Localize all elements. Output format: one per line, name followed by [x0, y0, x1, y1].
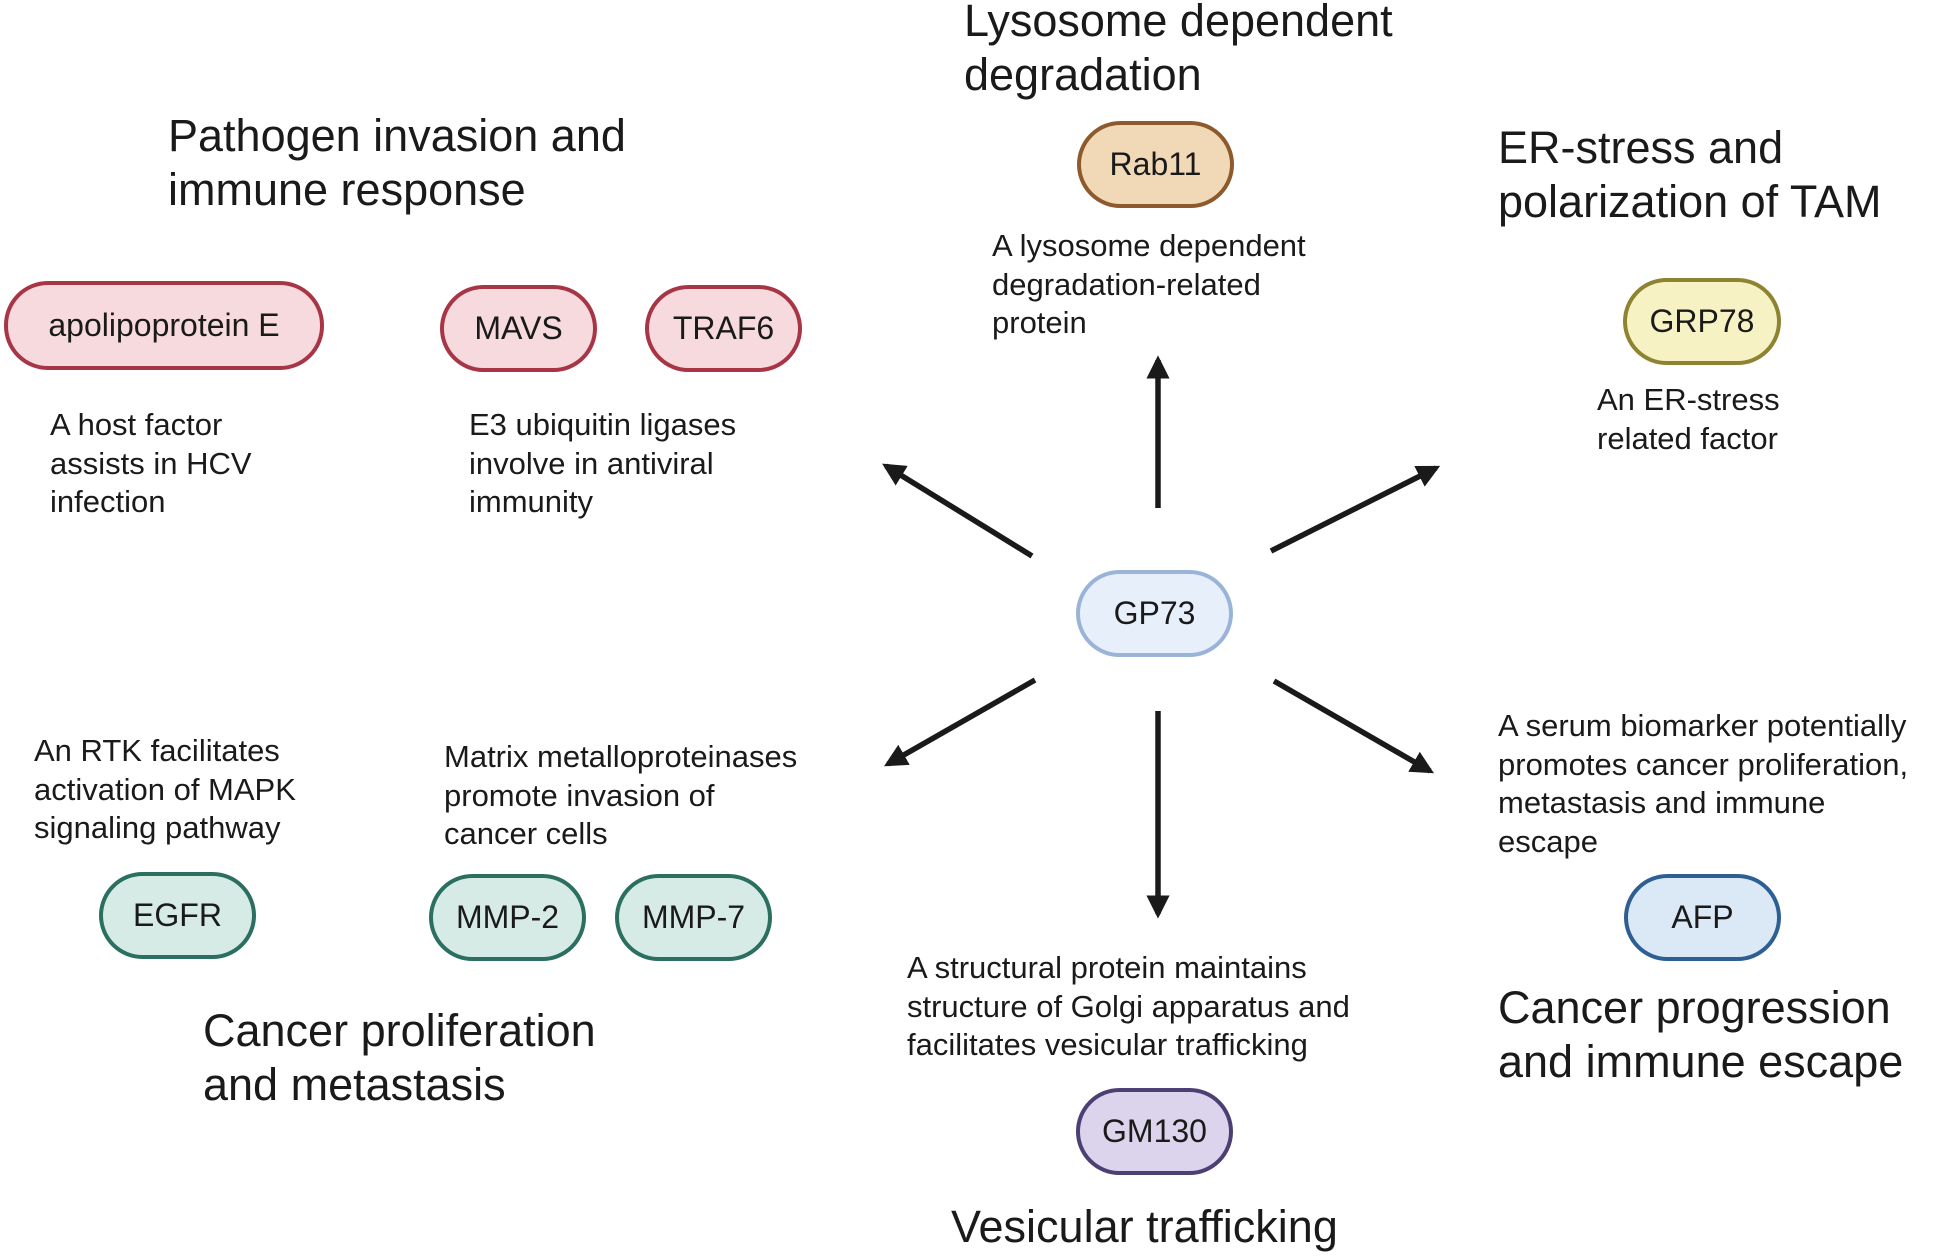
lysosome-heading: Lysosome dependent degradation [964, 0, 1393, 100]
egfr-description: An RTK facilitates activation of MAPK si… [34, 733, 296, 845]
traf6-pill: TRAF6 [645, 285, 802, 372]
lysosome-description: A lysosome dependent degradation-related… [992, 228, 1306, 340]
gm130-pill: GM130 [1076, 1088, 1233, 1175]
pathogen-heading: Pathogen invasion and immune response [168, 110, 626, 215]
egfr-pill: EGFR [99, 872, 256, 959]
mavs-pill: MAVS [440, 285, 597, 372]
rab11-pill: Rab11 [1077, 121, 1234, 208]
er-stress-heading: ER-stress and polarization of TAM [1498, 122, 1882, 227]
cancer-progression-heading: Cancer progression and immune escape [1498, 982, 1904, 1087]
arrow-to-cancer-progression [1272, 678, 1435, 774]
afp-pill: AFP [1624, 874, 1781, 961]
mavs-traf6-description: E3 ubiquitin ligases involve in antivira… [469, 407, 737, 519]
mmp7-pill: MMP-7 [615, 874, 772, 961]
apolipoprotein-e-pill: apolipoprotein E [4, 281, 324, 370]
arrow-to-cancer-proliferation [883, 677, 1037, 767]
gp73-pill: GP73 [1076, 570, 1233, 657]
mmp2-pill: MMP-2 [429, 874, 586, 961]
vesicular-heading: Vesicular trafficking [951, 1201, 1338, 1252]
gm130-description: A structural protein maintains structure… [907, 950, 1350, 1062]
cancer-proliferation-heading: Cancer proliferation and metastasis [203, 1005, 596, 1110]
arrow-to-er-stress [1269, 465, 1441, 554]
arrow-to-pathogen [882, 463, 1034, 559]
mmp-description: Matrix metalloproteinases promote invasi… [444, 739, 798, 851]
grp78-description: An ER-stress related factor [1597, 382, 1780, 456]
apolipoprotein-e-description: A host factor assists in HCV infection [50, 407, 252, 519]
grp78-pill: GRP78 [1623, 278, 1781, 365]
afp-description: A serum biomarker potentially promotes c… [1498, 708, 1909, 859]
